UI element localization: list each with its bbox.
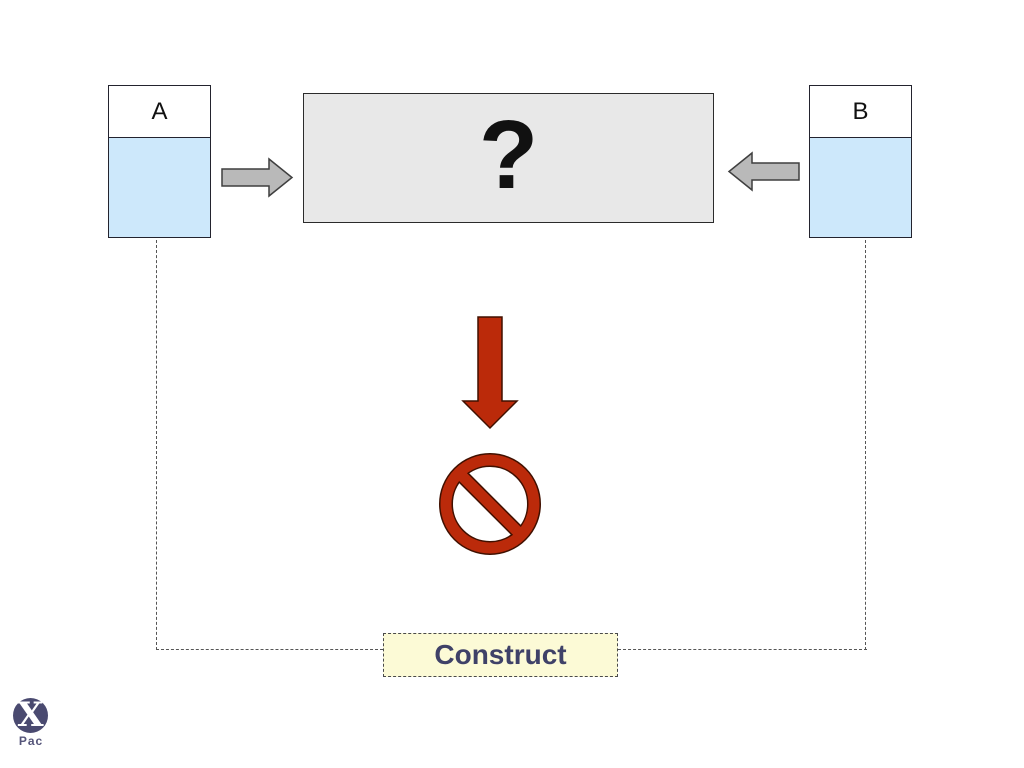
logo-circle-icon	[13, 698, 48, 733]
no-entry-icon	[439, 453, 541, 555]
box-b-label: B	[852, 97, 869, 125]
box-b-body	[810, 138, 911, 237]
connector-b-vertical	[865, 240, 866, 650]
question-box: ?	[303, 93, 714, 223]
question-mark-label: ?	[478, 99, 539, 209]
entity-box-b: B	[809, 85, 912, 238]
entity-box-a: A	[108, 85, 211, 238]
connector-a-horizontal	[156, 649, 383, 650]
arrow-left-icon	[727, 151, 800, 192]
xpac-logo: X Pac	[8, 695, 58, 754]
logo-x-label: X	[17, 695, 44, 735]
box-b-header: B	[810, 86, 911, 138]
connector-b-horizontal	[618, 649, 867, 650]
box-a-header: A	[109, 86, 210, 138]
arrow-right-icon	[221, 157, 294, 198]
logo-caption: Pac	[18, 734, 44, 748]
connector-a-vertical	[156, 240, 157, 650]
box-a-body	[109, 138, 210, 237]
construct-box: Construct	[383, 633, 618, 677]
box-a-label: A	[151, 97, 168, 125]
arrow-down-red-icon	[461, 316, 519, 430]
construct-label: Construct	[434, 639, 567, 670]
